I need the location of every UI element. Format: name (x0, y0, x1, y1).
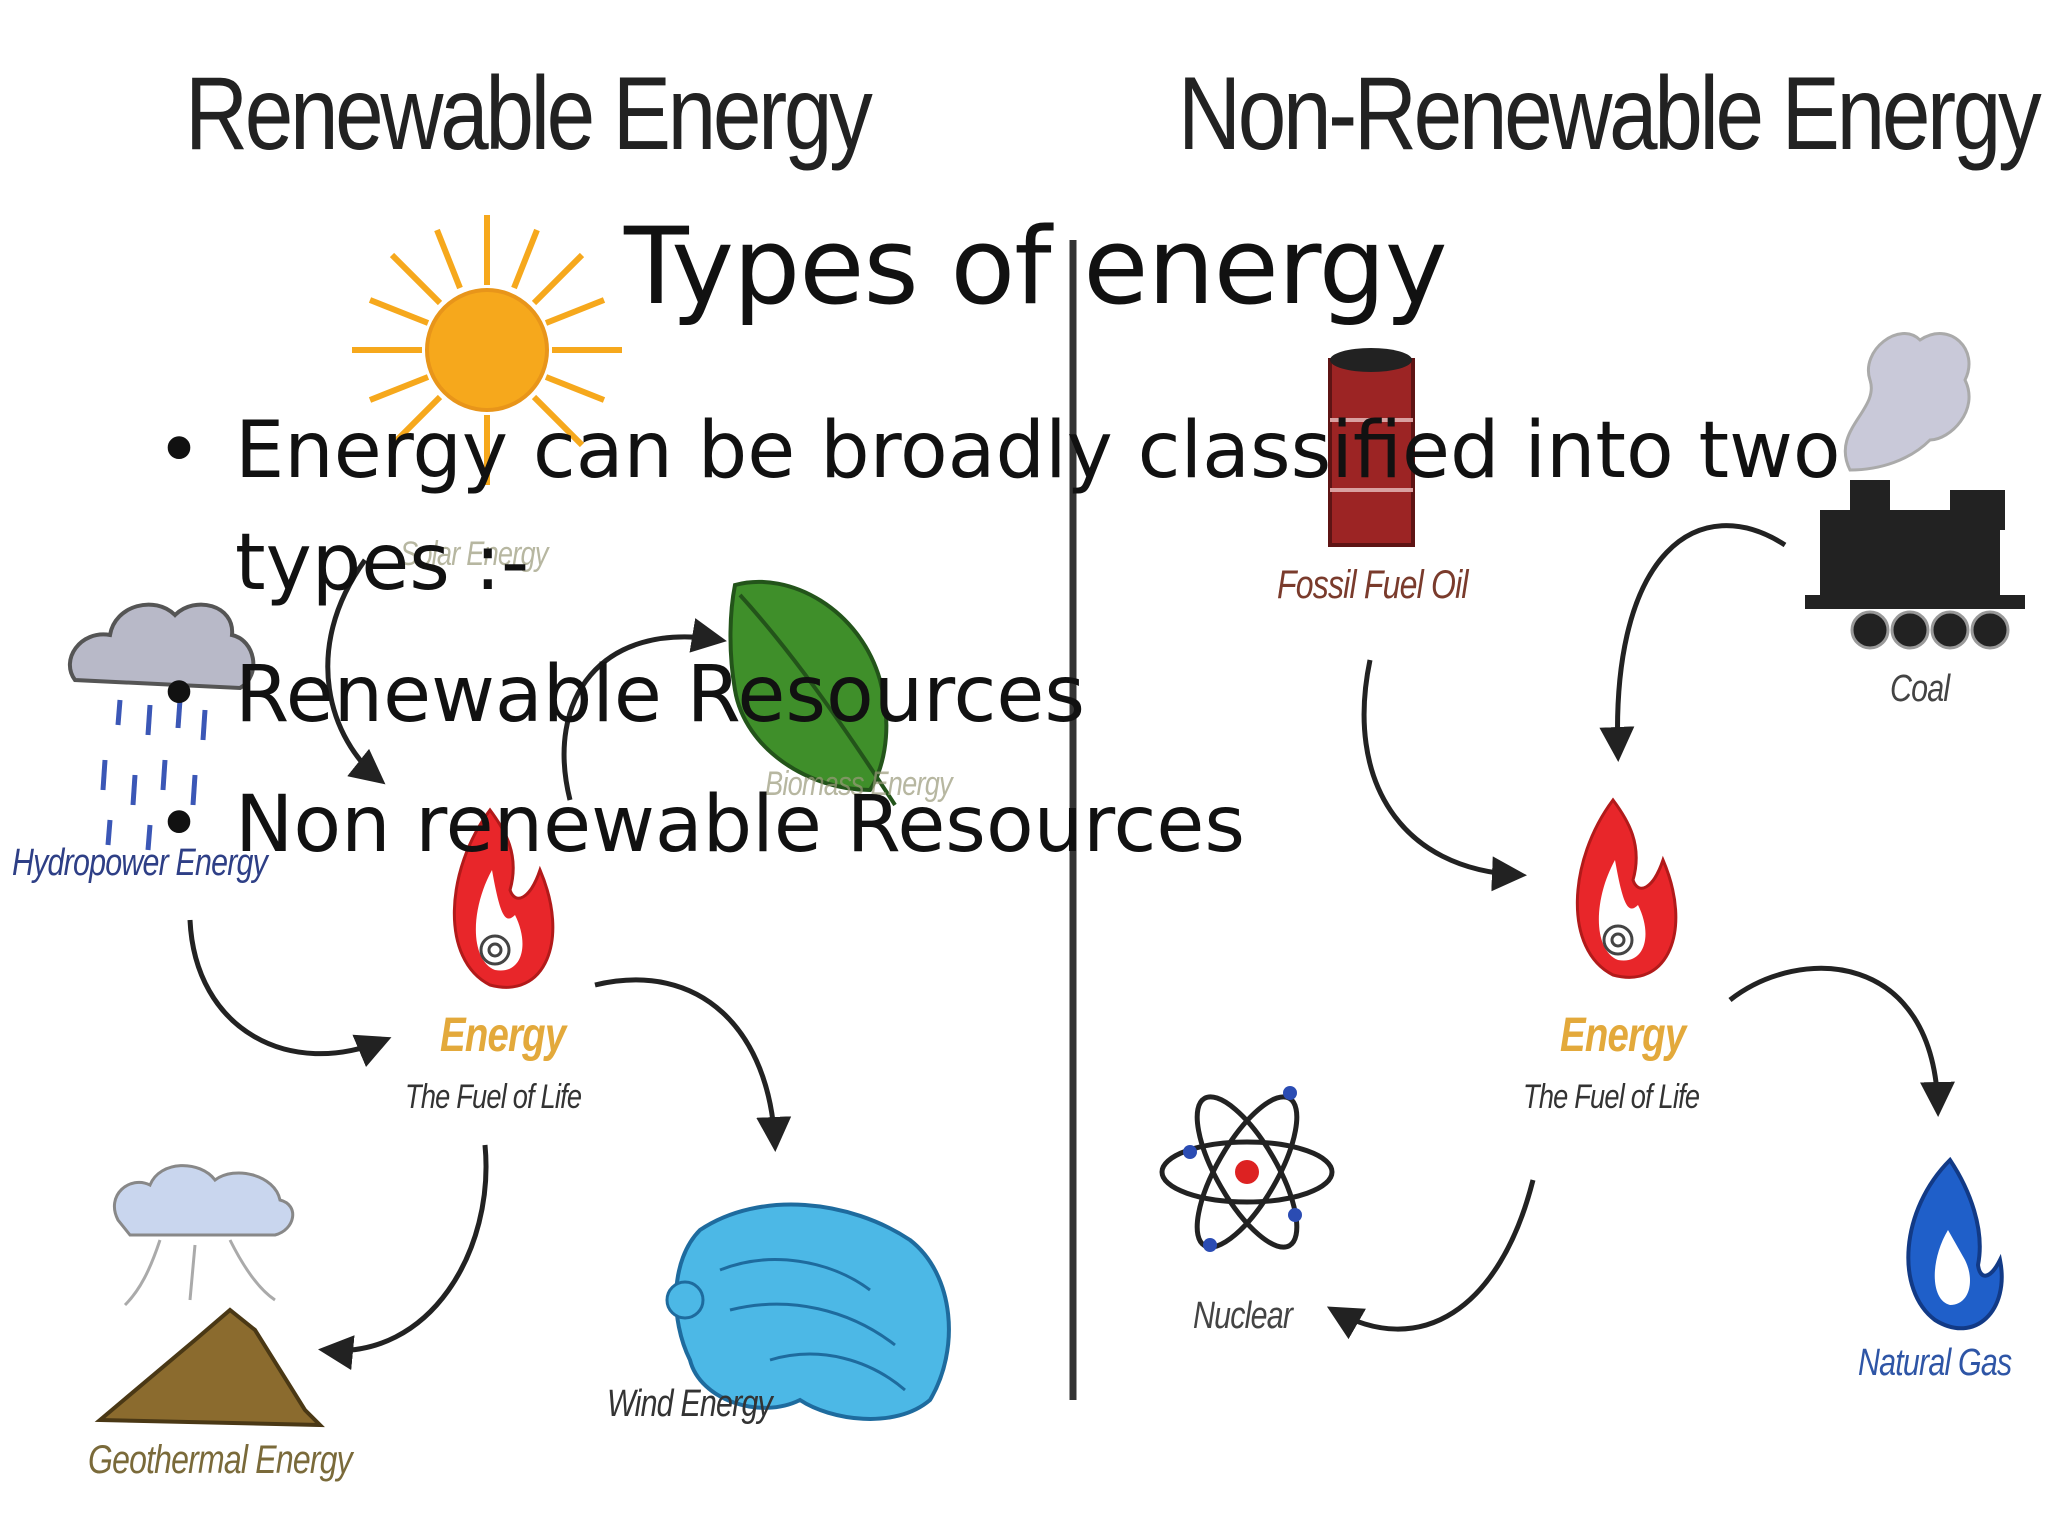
leaf-icon (728, 579, 897, 807)
bullet-item: • Non renewable Resources (150, 769, 1850, 881)
bullet-item: • Energy can be broadly classified into … (150, 395, 1850, 619)
non-renewable-heading: Non-Renewable Energy (1178, 56, 2042, 172)
bullet-list: • Energy can be broadly classified into … (150, 395, 1850, 881)
wind-icon (665, 1202, 951, 1421)
nonrenewable-center-title: Energy (1560, 1009, 1686, 1062)
bullet-text: Energy can be broadly classified into tw… (235, 406, 1841, 608)
rain-cloud-icon (68, 602, 256, 851)
geothermal-label: Geothermal Energy (88, 1438, 353, 1482)
gas-flame-icon (1906, 1156, 2004, 1331)
bullet-symbol: • (156, 650, 203, 740)
slide-title: Types of energy (624, 205, 1448, 328)
nuclear-label: Nuclear (1193, 1295, 1293, 1337)
bullet-symbol: • (156, 406, 203, 496)
bullet-item: • Renewable Resources (150, 639, 1850, 751)
flame-icon-nonrenewable (1575, 797, 1678, 979)
volcano-icon (94, 1164, 325, 1428)
coal-train-icon (1805, 332, 2025, 650)
bullet-text: Non renewable Resources (235, 780, 1245, 870)
wind-label: Wind Energy (607, 1383, 773, 1425)
biomass-label: Biomass Energy (765, 765, 953, 803)
oil-label: Fossil Fuel Oil (1277, 563, 1469, 607)
bullet-text: Renewable Resources (235, 650, 1086, 740)
oil-drum-icon (1328, 348, 1415, 547)
sun-icon (352, 215, 622, 485)
atom-icon (1159, 1086, 1335, 1252)
hydropower-label: Hydropower Energy (12, 842, 268, 884)
coal-label: Coal (1890, 668, 1950, 710)
renewable-center-title: Energy (440, 1009, 566, 1062)
nonrenewable-center-subtitle: The Fuel of Life (1523, 1078, 1700, 1116)
flame-icon-renewable (452, 807, 555, 989)
renewable-heading: Renewable Energy (185, 56, 873, 172)
renewable-center-subtitle: The Fuel of Life (405, 1078, 582, 1116)
solar-label: Solar Energy (400, 535, 548, 573)
bullet-symbol: • (156, 780, 203, 870)
gas-label: Natural Gas (1858, 1342, 2012, 1384)
